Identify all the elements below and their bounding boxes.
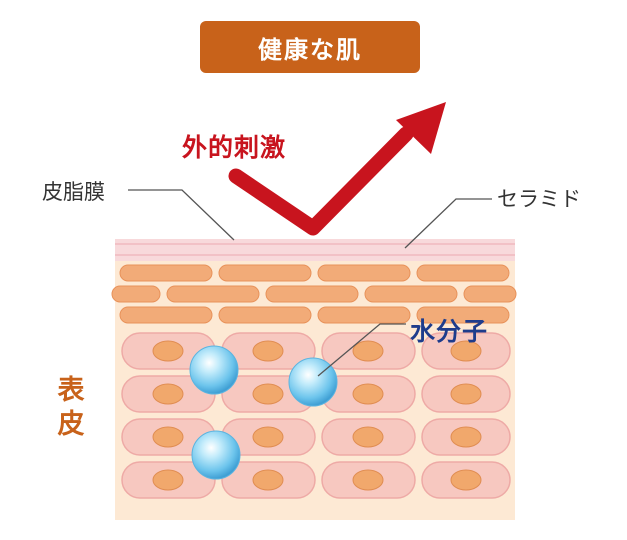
cell-layer <box>121 332 511 499</box>
water-molecule-label: 水分子 <box>410 317 489 346</box>
ceramide-label: セラミド <box>497 187 581 211</box>
sebum-membrane-label: 皮脂膜 <box>42 180 105 204</box>
page-title: 健康な肌 <box>200 21 420 73</box>
stimulus-arrow-shaft <box>228 126 414 236</box>
arrow-icon <box>396 102 446 154</box>
sebum-leader-line <box>128 189 235 241</box>
ceramide-leader-line <box>404 198 492 249</box>
water-molecule-icon <box>191 430 241 480</box>
epidermis-label: 表皮 <box>57 375 85 440</box>
water-molecule-icon <box>189 345 239 395</box>
ceramide-layer <box>111 264 517 324</box>
water-molecule-icon <box>288 357 338 407</box>
external-stimulus-label: 外的刺激 <box>182 133 287 162</box>
water-leader-line <box>317 323 406 377</box>
sebum-membrane-layer <box>115 239 515 261</box>
